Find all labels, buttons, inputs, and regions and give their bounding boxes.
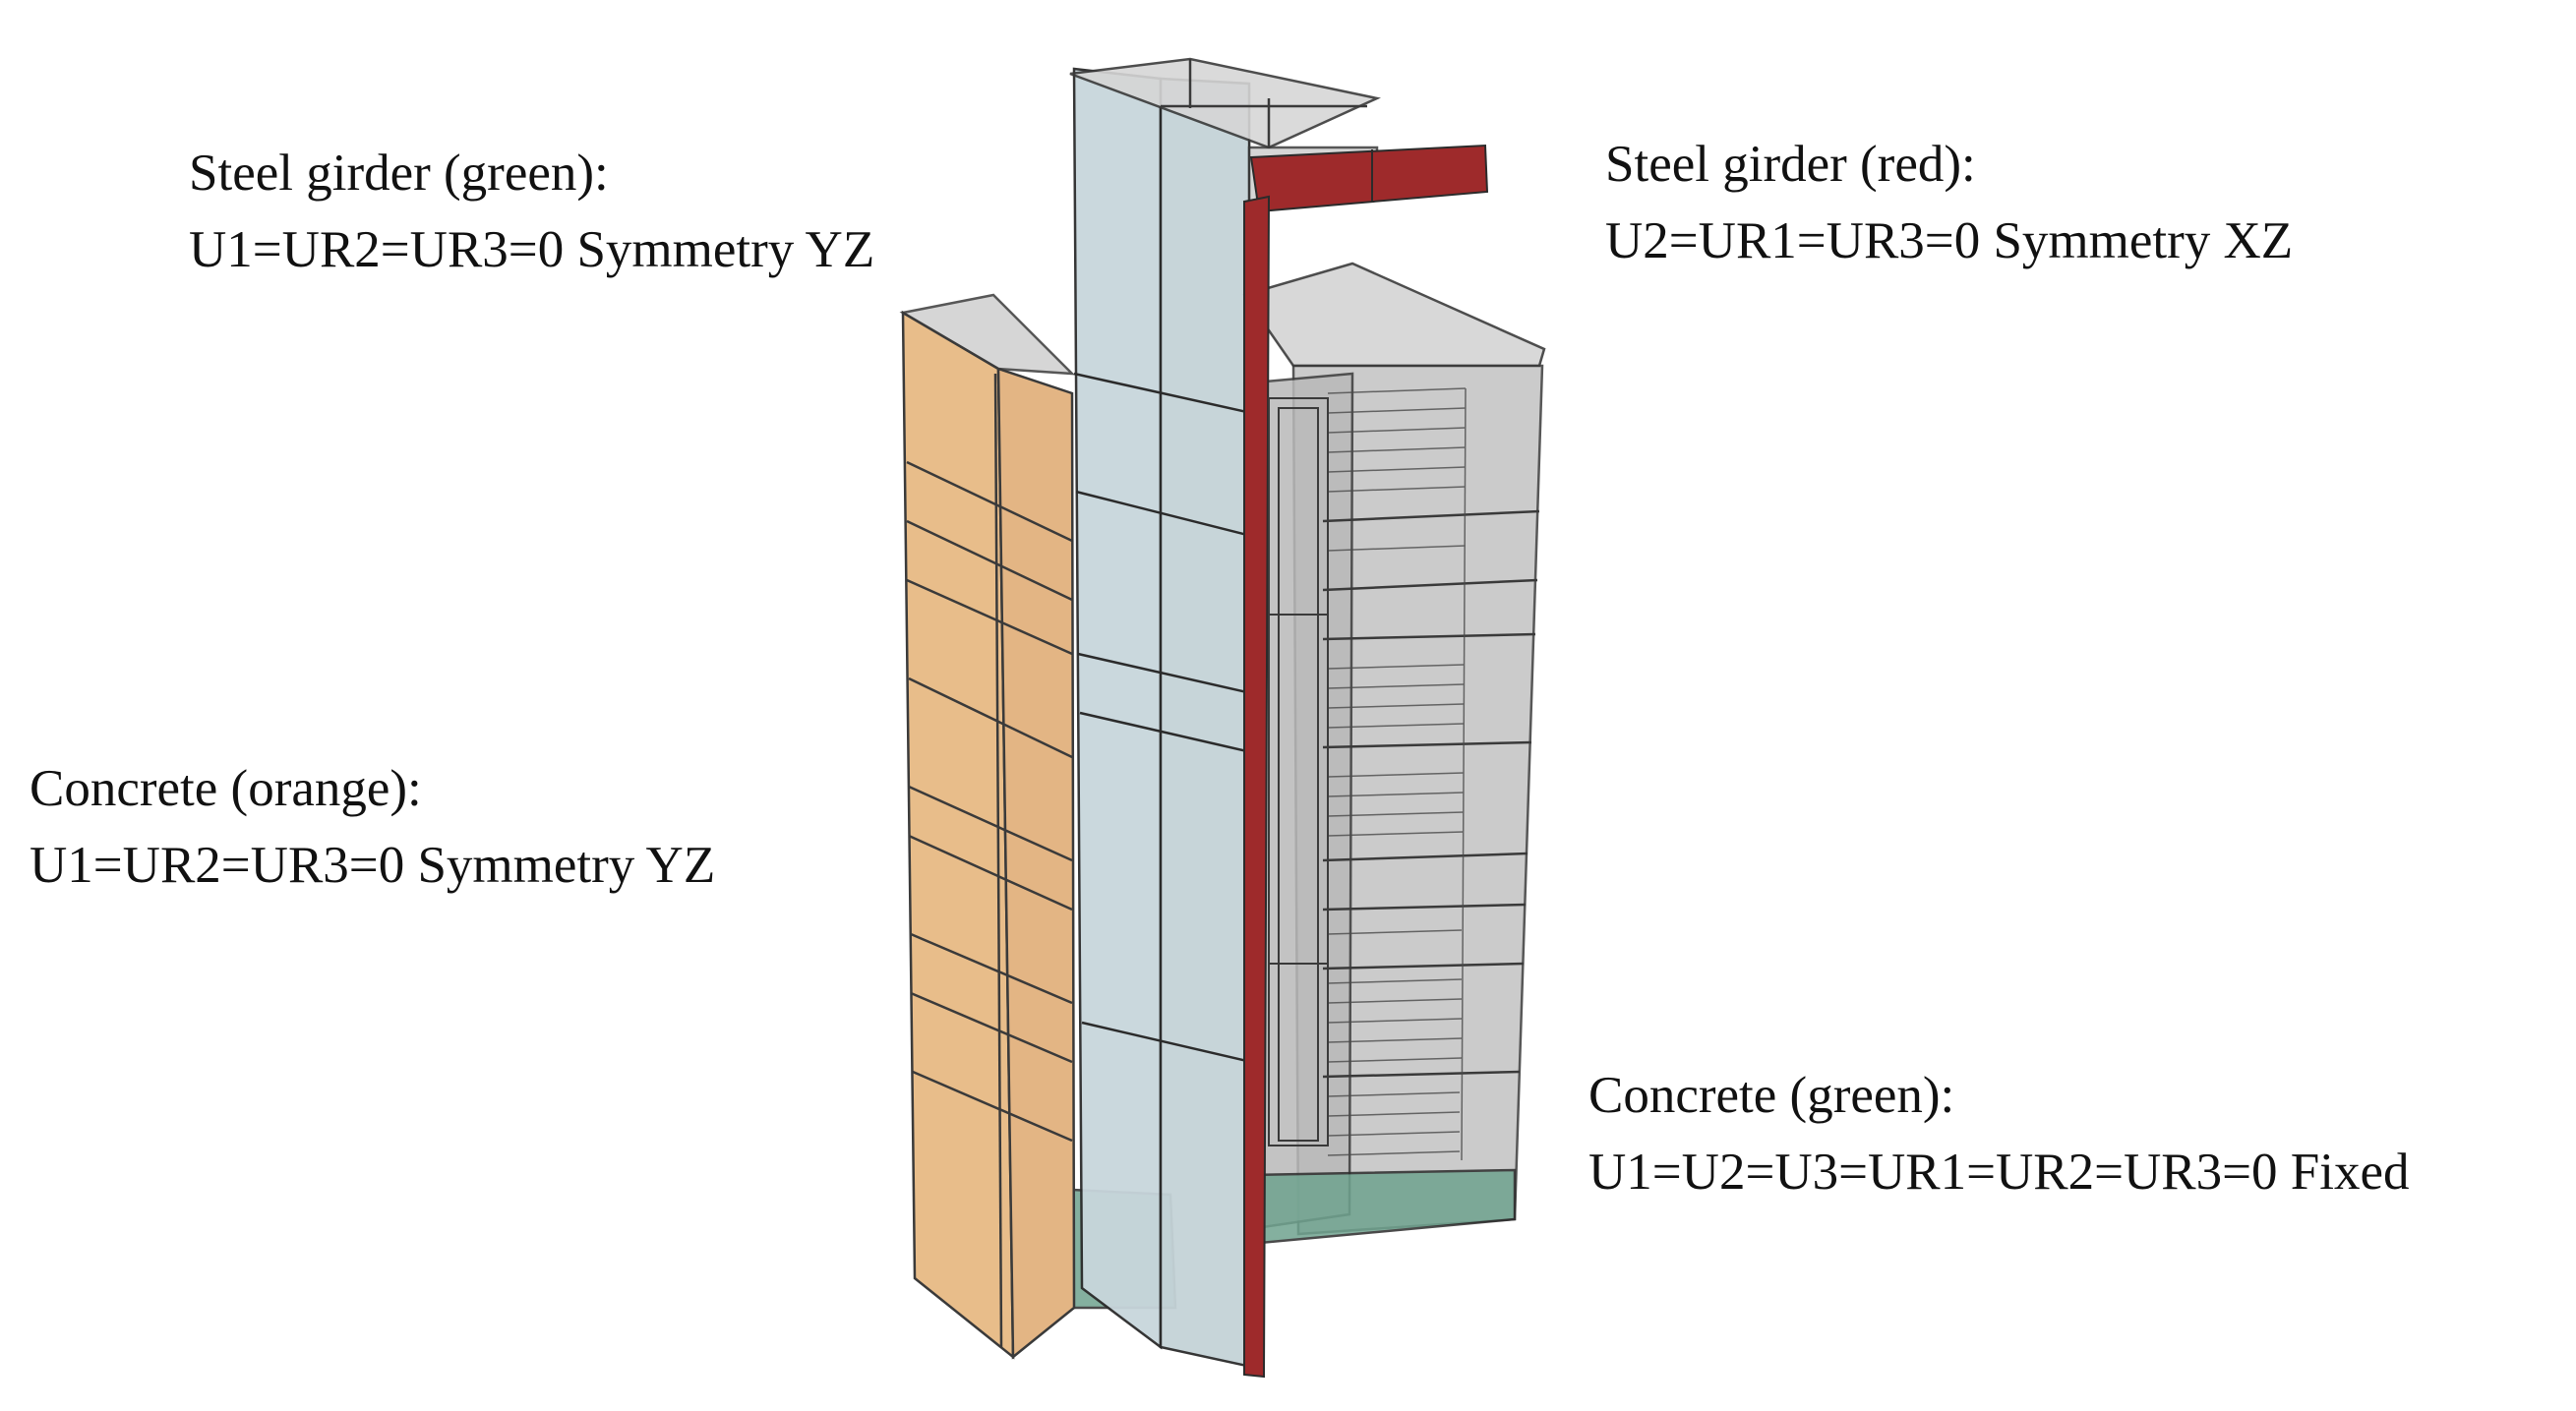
orange-panel-inner: [996, 367, 1076, 1360]
steel-girder-web: [1072, 67, 1253, 1369]
orange-panel-top: [899, 293, 1076, 376]
label-concrete-orange-title: Concrete (orange):: [30, 760, 422, 817]
red-flange-top: [1249, 144, 1489, 213]
label-concrete-green-title: Concrete (green):: [1588, 1067, 1955, 1124]
flange-top-face: [1069, 57, 1381, 149]
label-steel-girder-red-title: Steel girder (red):: [1605, 136, 1976, 193]
label-concrete-green: Concrete (green): U1=U2=U3=UR1=UR2=UR3=0…: [1588, 1057, 2410, 1210]
steel-web-left: [1072, 67, 1163, 1350]
steel-web-right: [1159, 77, 1253, 1369]
label-steel-girder-red-condition: U2=UR1=UR3=0 Symmetry XZ: [1605, 212, 2294, 269]
rebar-hatching: [1327, 387, 1467, 1161]
concrete-block-top: [1241, 262, 1546, 368]
label-steel-girder-green-title: Steel girder (green):: [189, 145, 609, 202]
fixed-base-right: [1247, 1168, 1517, 1246]
label-steel-girder-green: Steel girder (green): U1=UR2=UR3=0 Symme…: [189, 135, 874, 288]
concrete-orange-face: [899, 293, 1076, 1360]
label-steel-girder-red: Steel girder (red): U2=UR1=UR3=0 Symmetr…: [1605, 126, 2293, 279]
concrete-block-grey: [1241, 262, 1546, 1236]
label-steel-girder-green-condition: U1=UR2=UR3=0 Symmetry YZ: [189, 221, 875, 278]
label-concrete-orange-condition: U1=UR2=UR3=0 Symmetry YZ: [30, 837, 716, 894]
steel-girder-red: [1243, 144, 1489, 1379]
label-concrete-green-condition: U1=U2=U3=UR1=UR2=UR3=0 Fixed: [1588, 1144, 2410, 1201]
label-concrete-orange: Concrete (orange): U1=UR2=UR3=0 Symmetry…: [30, 750, 715, 904]
red-web: [1243, 195, 1271, 1379]
girder-stiffeners: [1268, 397, 1329, 1146]
